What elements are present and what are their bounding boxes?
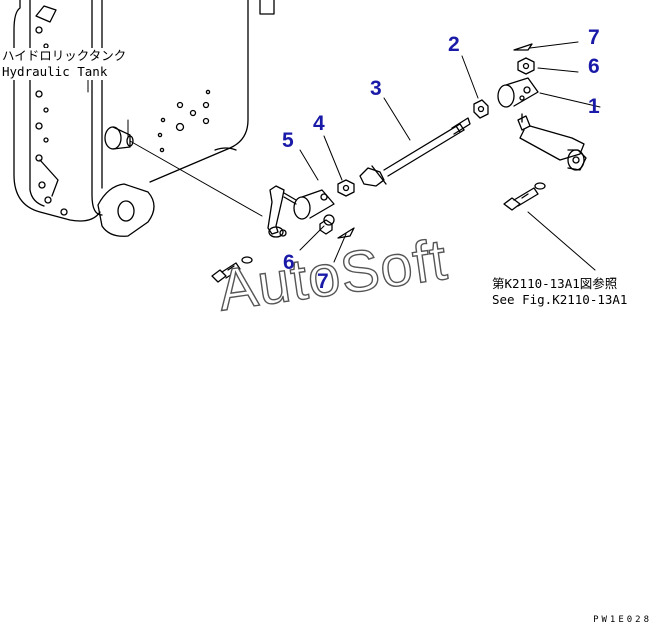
cotter-pin-upper-drawing [513, 43, 533, 51]
callout-3: 3 [370, 77, 382, 100]
hydraulic-tank-label: ハイドロリックタンク Hydraulic Tank [2, 48, 127, 80]
lever-right-drawing [517, 113, 587, 171]
callout-7-lower: 7 [317, 270, 329, 293]
bolt-right-drawing [503, 182, 546, 211]
lever-arm-drawing [267, 185, 297, 238]
reference-english: See Fig.K2110-13A1 [492, 292, 628, 307]
leader-lines [87, 41, 601, 271]
ball-joint-left-drawing [293, 189, 335, 226]
hydraulic-tank-drawing [13, 0, 275, 237]
ball-joint-right-drawing [497, 77, 539, 108]
callout-5: 5 [282, 129, 294, 152]
nut-2-drawing [473, 99, 489, 119]
cotter-pin-lower-drawing [337, 227, 355, 239]
reference-japanese: 第K2110-13A1図参照 [492, 276, 618, 291]
figure-code: PW1E028 [593, 615, 652, 625]
callout-4: 4 [313, 112, 325, 135]
nut-6-upper-drawing [517, 57, 535, 75]
figure-reference-note: 第K2110-13A1図参照 See Fig.K2110-13A1 [492, 276, 628, 308]
bolt-left-drawing [211, 256, 253, 283]
tank-label-english: Hydraulic Tank [2, 64, 108, 79]
nut-6-lower-drawing [319, 219, 333, 235]
nut-4-drawing [337, 179, 355, 197]
callout-6-lower: 6 [283, 251, 295, 274]
callout-6-upper: 6 [588, 55, 600, 78]
tank-label-japanese: ハイドロリックタンク [2, 48, 127, 63]
callout-7-upper: 7 [588, 26, 600, 49]
callout-1: 1 [588, 95, 600, 118]
rod-3-drawing [359, 117, 471, 187]
callout-2: 2 [448, 33, 460, 56]
